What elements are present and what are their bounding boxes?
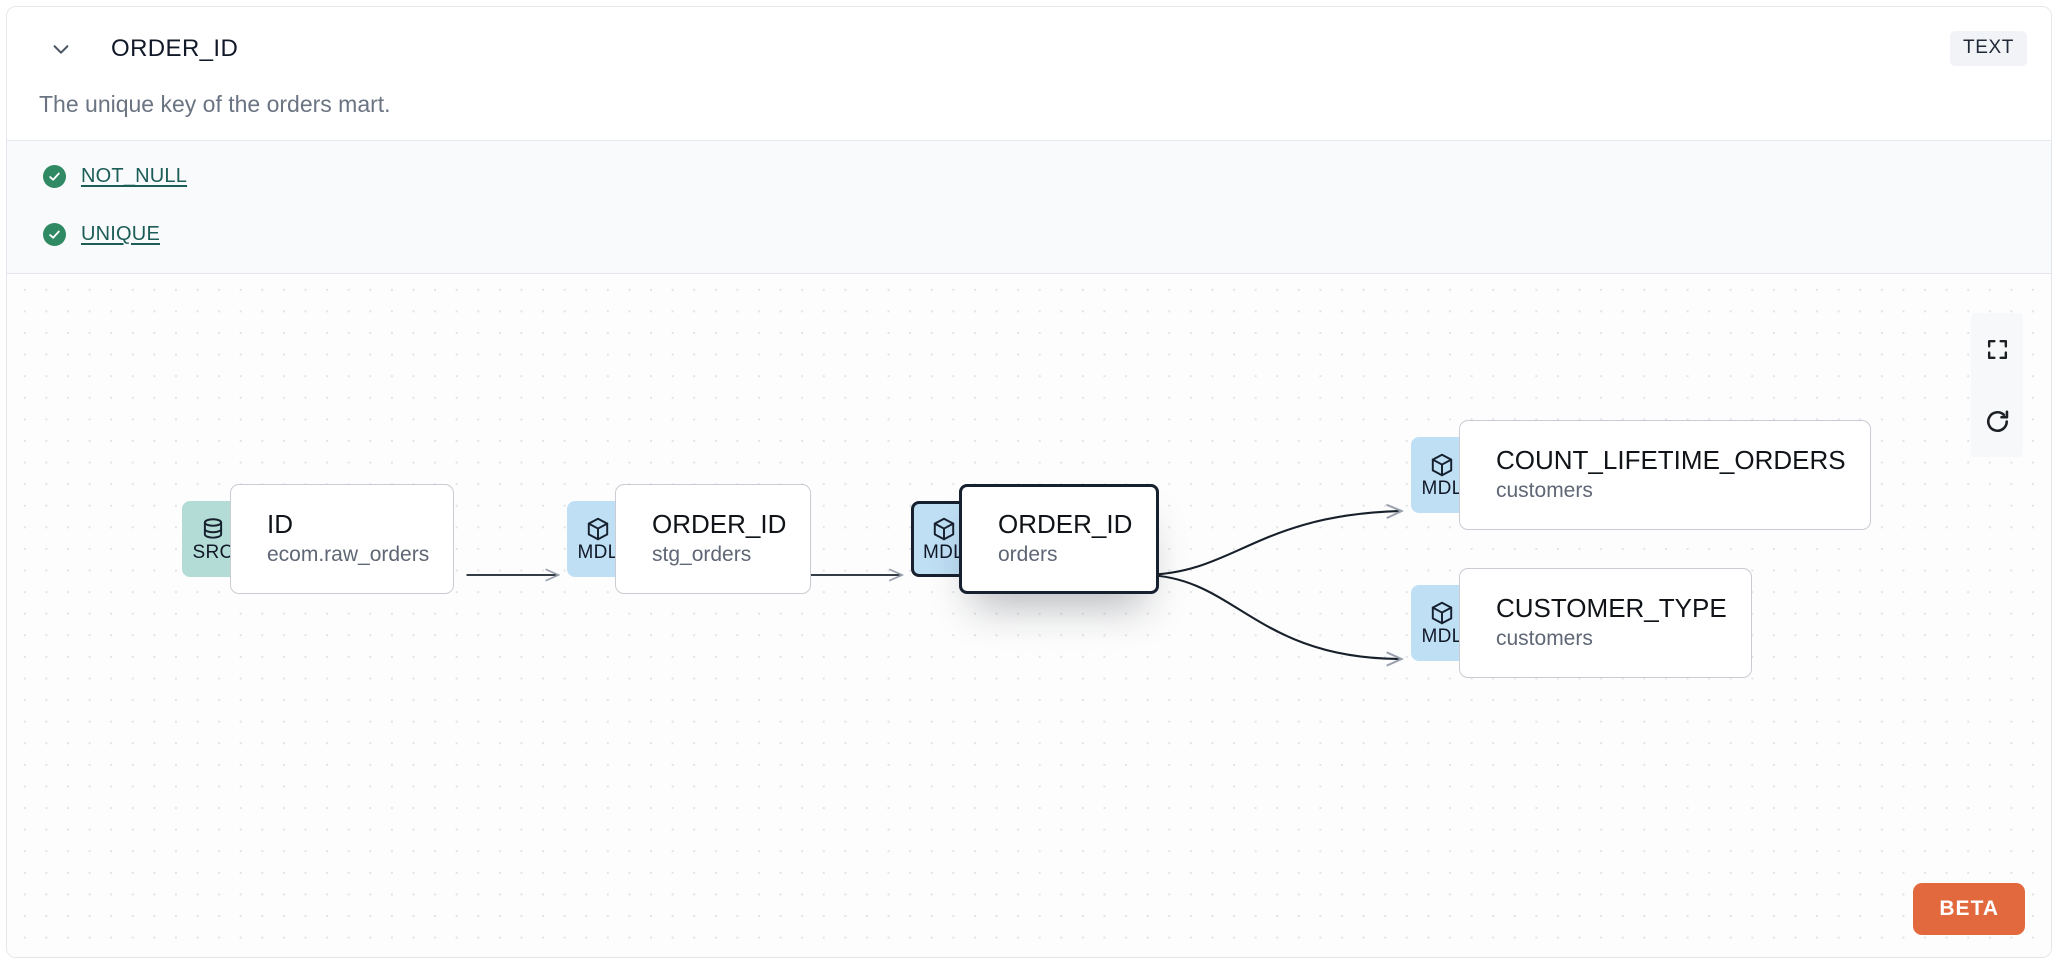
node-card[interactable]: ORDER_ID orders (959, 484, 1160, 594)
check-circle-icon (43, 165, 66, 188)
node-card[interactable]: ORDER_ID stg_orders (615, 484, 812, 594)
chevron-down-icon[interactable] (45, 33, 77, 65)
page-title: ORDER_ID (111, 35, 239, 62)
node-badge-label: MDL (577, 542, 619, 563)
cube-icon (1431, 601, 1453, 625)
node-subtitle: customers (1496, 626, 1593, 650)
lineage-node-orders-selected[interactable]: MDL ORDER_ID orders (911, 484, 1160, 594)
node-card[interactable]: COUNT_LIFETIME_ORDERS customers (1459, 420, 1871, 530)
canvas-controls (1971, 313, 2023, 457)
database-icon (203, 518, 223, 539)
reset-button[interactable] (1971, 385, 2023, 457)
fit-view-button[interactable] (1971, 313, 2023, 385)
test-link-not-null[interactable]: NOT_NULL (81, 165, 188, 187)
lineage-node-id[interactable]: SRC ID ecom.raw_orders (182, 484, 455, 594)
test-row: NOT_NULL (43, 165, 187, 188)
node-name: ORDER_ID (652, 508, 787, 539)
cube-icon (933, 517, 954, 541)
lineage-node-stg-orders[interactable]: MDL ORDER_ID stg_orders (567, 484, 812, 594)
test-link-unique[interactable]: UNIQUE (81, 223, 160, 245)
node-subtitle: orders (998, 542, 1058, 566)
node-badge-label: MDL (1421, 478, 1463, 499)
lineage-canvas[interactable]: SRC ID ecom.raw_orders MDL ORDER_ID stg_… (7, 275, 2051, 957)
node-card[interactable]: CUSTOMER_TYPE customers (1459, 568, 1752, 678)
node-name: CUSTOMER_TYPE (1496, 592, 1727, 623)
lineage-node-customer-type[interactable]: MDL CUSTOMER_TYPE customers (1411, 568, 1752, 678)
fit-view-icon (1987, 339, 2007, 359)
edge-ord-count-lifetime-orders (1145, 511, 1402, 577)
node-name: ID (267, 508, 293, 539)
node-subtitle: customers (1496, 478, 1593, 502)
node-badge-label: MDL (922, 542, 964, 563)
node-subtitle: stg_orders (652, 542, 752, 566)
node-subtitle: ecom.raw_orders (267, 542, 430, 566)
refresh-icon (1986, 410, 2008, 432)
node-name: ORDER_ID (998, 508, 1133, 539)
node-badge-label: SRC (192, 542, 234, 563)
lineage-node-count-lifetime-orders[interactable]: MDL COUNT_LIFETIME_ORDERS customers (1411, 420, 1871, 530)
edge-ord-customer-type (1145, 573, 1402, 659)
column-type-badge: TEXT (1950, 31, 2027, 66)
node-card[interactable]: ID ecom.raw_orders (230, 484, 455, 594)
tests-section: NOT_NULL UNIQUE (7, 140, 2051, 274)
column-detail-panel: ORDER_ID TEXT The unique key of the orde… (6, 6, 2052, 958)
test-row: UNIQUE (43, 223, 160, 246)
cube-icon (587, 517, 609, 541)
column-description: The unique key of the orders mart. (39, 91, 391, 117)
cube-icon (1431, 453, 1453, 477)
node-name: COUNT_LIFETIME_ORDERS (1496, 444, 1846, 475)
panel-header: ORDER_ID TEXT The unique key of the orde… (7, 7, 2051, 117)
beta-badge[interactable]: BETA (1913, 883, 2025, 935)
node-badge-label: MDL (1421, 626, 1463, 647)
check-circle-icon (43, 223, 66, 246)
